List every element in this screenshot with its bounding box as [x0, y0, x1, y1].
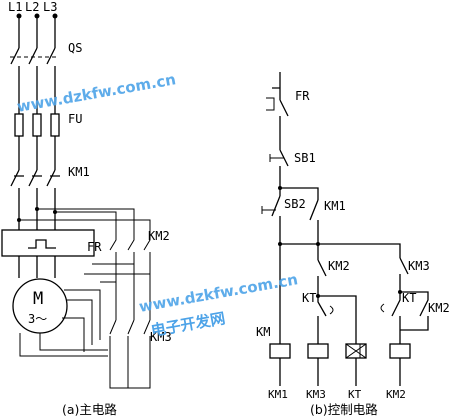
km3-main-contacts [109, 319, 151, 335]
label-fr-main: FR [87, 240, 102, 254]
label-km-coil: KM [256, 325, 270, 339]
motor-label: M [33, 289, 43, 309]
km3-star-point [109, 336, 151, 389]
sb2-contact [271, 195, 281, 244]
lines-to-fuses [18, 66, 56, 114]
watermark-chinese: 电子开发网 [150, 309, 227, 340]
coil-kt-mark [345, 343, 367, 359]
label-l3: L3 [43, 0, 57, 14]
coil-return-leads [279, 358, 401, 386]
label-qs: QS [68, 41, 82, 55]
label-coil-km2: KM2 [386, 388, 406, 401]
supply-lines [18, 16, 56, 48]
coil-km1 [269, 343, 291, 359]
coil-km3 [307, 343, 329, 359]
kt-delay-symbol-a [329, 305, 334, 315]
motor-output-leads [62, 289, 101, 352]
main-circuit: L1 L2 L3 QS FU KM1 [1, 0, 172, 389]
km3-nc-interlock [399, 257, 409, 292]
label-kt-b: KT [402, 291, 416, 305]
fuse-l2 [32, 113, 42, 137]
coil-km2 [389, 343, 411, 359]
fuse-l3 [50, 113, 60, 137]
km2-down-lines [115, 252, 151, 320]
fr-nc-contact [272, 87, 289, 124]
lines-to-motor [18, 256, 56, 278]
label-sb2: SB2 [284, 197, 306, 211]
sb1-contact [279, 124, 289, 184]
label-km2-nc: KM2 [328, 259, 350, 273]
label-km3-nc: KM3 [408, 259, 430, 273]
label-kt-a: KT [302, 291, 316, 305]
fr-heater-block [1, 229, 95, 257]
sb2-branch [279, 184, 319, 200]
caption-control: (b)控制电路 [310, 402, 378, 417]
label-l1: L1 [8, 0, 22, 14]
label-sb1: SB1 [294, 151, 316, 165]
km1-main-contacts [10, 169, 56, 187]
label-km3-main: KM3 [150, 330, 172, 344]
caption-main: (a)主电路 [62, 402, 117, 417]
fr-thermal-symbol [266, 97, 275, 111]
motor-bottom-leads [19, 333, 108, 357]
km2-nc-interlock [317, 244, 327, 296]
fuse-l1 [14, 113, 24, 137]
label-coil-km3: KM3 [306, 388, 326, 401]
label-km2-par: KM2 [428, 301, 450, 315]
label-l2: L2 [25, 0, 39, 14]
sb1-button-actuator [269, 154, 284, 162]
motor-phase-label: 3～ [28, 312, 47, 326]
label-km1-hold: KM1 [324, 199, 346, 213]
label-fr-ctrl: FR [295, 89, 310, 103]
control-circuit: FR SB1 SB2 KM1 KM KM2 KT KM3 [256, 72, 450, 401]
watermark-top: www.dzkfw.com.cn [16, 70, 178, 116]
kt-coil-branch [318, 295, 357, 344]
kt-timed-contact-b [391, 292, 401, 344]
label-km2-main: KM2 [148, 229, 170, 243]
branch-taps [19, 208, 151, 228]
label-fu: FU [68, 112, 82, 126]
km2-main-contacts [109, 228, 151, 251]
label-coil-kt: KT [348, 388, 362, 401]
sb2-button-actuator [261, 206, 276, 214]
km2-parallel-contact [400, 291, 429, 331]
km2-cross-wires [84, 263, 150, 283]
lines-to-km1 [18, 136, 56, 170]
kt-delay-symbol-b [380, 303, 385, 313]
qs-switch-blades [10, 47, 56, 65]
kt-timed-contact-a [317, 296, 327, 344]
label-km1-main: KM1 [68, 165, 90, 179]
km1-hold-contact [309, 199, 319, 244]
fr-heater-element [28, 239, 56, 249]
label-coil-km1: KM1 [268, 388, 288, 401]
control-bus [280, 243, 401, 258]
